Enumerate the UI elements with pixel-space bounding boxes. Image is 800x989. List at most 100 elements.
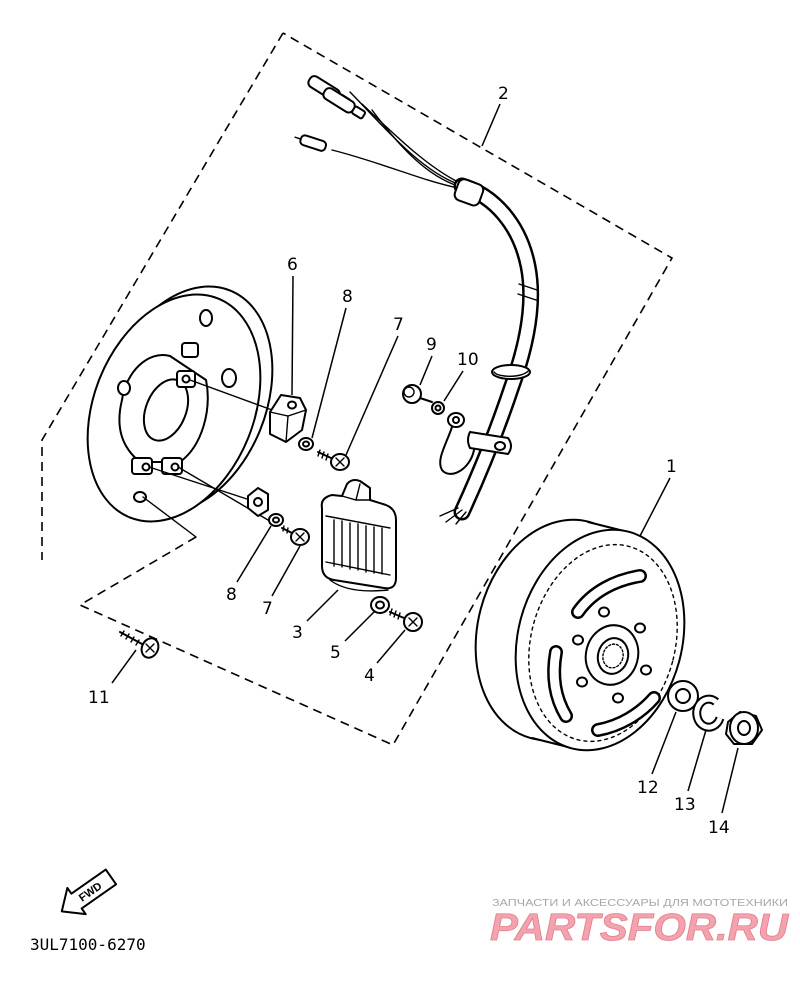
coil-screw-thread: [389, 608, 401, 620]
wire-clip-hole: [253, 497, 263, 507]
callout-12: 12: [637, 778, 659, 798]
screw-lower: [281, 525, 310, 546]
flywheel-slot-top: [573, 571, 645, 617]
source-coil-body: [320, 479, 397, 590]
leader-6: [291, 275, 294, 396]
leader-11: [111, 649, 137, 684]
watermark-tagline: ЗАПЧАСТИ И АКСЕССУАРЫ ДЛЯ МОТОТЕХНИКИ: [492, 897, 788, 909]
callout-10: 10: [457, 350, 479, 370]
bullet-connector-c: [294, 134, 328, 152]
harness-wire-c: [371, 109, 459, 187]
boundary-right: [78, 32, 674, 747]
assembly-boundary: [41, 32, 674, 747]
plate-screw-thread: [120, 630, 140, 646]
callout-4: 4: [364, 666, 375, 686]
diagram-code: 3UL7100-6270: [30, 935, 146, 954]
wire-harness: [294, 75, 540, 525]
pickup-coil: [269, 394, 307, 443]
flywheel-hole-2: [634, 622, 646, 634]
watermark: ЗАПЧАСТИ И АКСЕССУАРЫ ДЛЯ МОТОТЕХНИКИ PA…: [490, 897, 791, 949]
callout-3: 3: [292, 623, 303, 643]
harness-wire-d: [331, 149, 459, 189]
clamp-hole: [494, 441, 506, 451]
ground-screw: [402, 384, 433, 404]
source-coil-windings: [333, 519, 383, 575]
source-coil: [320, 479, 397, 592]
callout-1: 1: [666, 457, 677, 477]
callout-8-upper: 8: [342, 287, 353, 307]
callout-11: 11: [88, 688, 110, 708]
flywheel-hole-1: [598, 606, 610, 618]
leader-8-lower: [236, 525, 272, 583]
sleeve-body: [453, 178, 485, 207]
plate-hole-bottom: [133, 491, 147, 503]
harness-wire-b: [349, 91, 459, 185]
callout-7-lower: 7: [262, 599, 273, 619]
wire-end-c: [439, 507, 459, 517]
leader-2: [481, 103, 501, 147]
boundary-left: [41, 32, 284, 560]
leader-10: [443, 370, 464, 402]
align-line-coil-a: [148, 466, 251, 501]
connector-tip: [351, 105, 367, 120]
harness-cable-fill: [456, 180, 537, 518]
ground-terminal: [439, 412, 475, 475]
leader-12: [651, 711, 677, 775]
pickup-mount-hole: [181, 374, 191, 384]
flywheel: [474, 518, 686, 752]
leader-lines: [111, 103, 739, 814]
terminal-wire: [439, 426, 475, 475]
terminal-hole: [452, 416, 460, 424]
callout-2: 2: [498, 84, 509, 104]
leader-14: [721, 747, 739, 814]
plate-hole-right: [221, 368, 237, 388]
leader-4: [376, 629, 406, 664]
callout-numbers: 2 6 8 7 9 10 1 8 7 3 5 4 11 12 13 14: [88, 84, 730, 838]
plain-washer-hole: [675, 688, 691, 704]
washer-upper: [298, 437, 314, 451]
ground-screw-recess: [403, 386, 415, 398]
wire-end-b: [455, 511, 467, 525]
harness-sleeve: [453, 178, 485, 207]
cable-break-a: [518, 283, 538, 291]
screw-upper: [317, 449, 350, 471]
spring-washer-body: [694, 696, 723, 730]
align-line-plate-screw: [142, 496, 197, 538]
coil-washer-hole: [375, 600, 385, 610]
leader-1: [639, 477, 671, 537]
flywheel-face-rim: [528, 543, 678, 743]
flywheel-hole-6: [572, 634, 584, 646]
grommet-lip: [493, 369, 530, 377]
screw-upper-thread: [317, 449, 329, 461]
callout-6: 6: [287, 255, 298, 275]
flywheel-slot-right: [593, 693, 659, 735]
nut-bore: [737, 720, 751, 736]
ground-screw-head: [402, 384, 422, 404]
leader-5: [344, 610, 376, 642]
connector-body: [299, 134, 328, 152]
coil-washer: [370, 596, 390, 614]
harness-wire-a: [361, 103, 459, 183]
washer-lower-hole: [272, 516, 280, 524]
align-line-pickup: [189, 379, 273, 411]
flywheel-hub-thread: [602, 643, 624, 669]
leader-7-upper: [345, 335, 399, 456]
callout-9: 9: [426, 335, 437, 355]
stator-plate: [86, 285, 274, 538]
plain-washer: [667, 680, 699, 712]
plate-hole-left: [117, 380, 131, 396]
source-coil-tab-ridge: [355, 483, 361, 501]
nut: [725, 711, 763, 745]
leader-13: [687, 729, 707, 792]
bullet-connector-b: [322, 87, 367, 120]
ground-washer-hole: [434, 404, 442, 412]
washer-lower: [268, 513, 284, 527]
callout-14: 14: [708, 818, 730, 838]
washer-upper-hole: [302, 440, 310, 448]
cable-break-b: [517, 293, 537, 301]
coil-screw-shank: [389, 611, 405, 619]
harness-clamp: [467, 431, 512, 455]
leader-3: [306, 589, 339, 622]
callout-7-upper: 7: [393, 315, 404, 335]
